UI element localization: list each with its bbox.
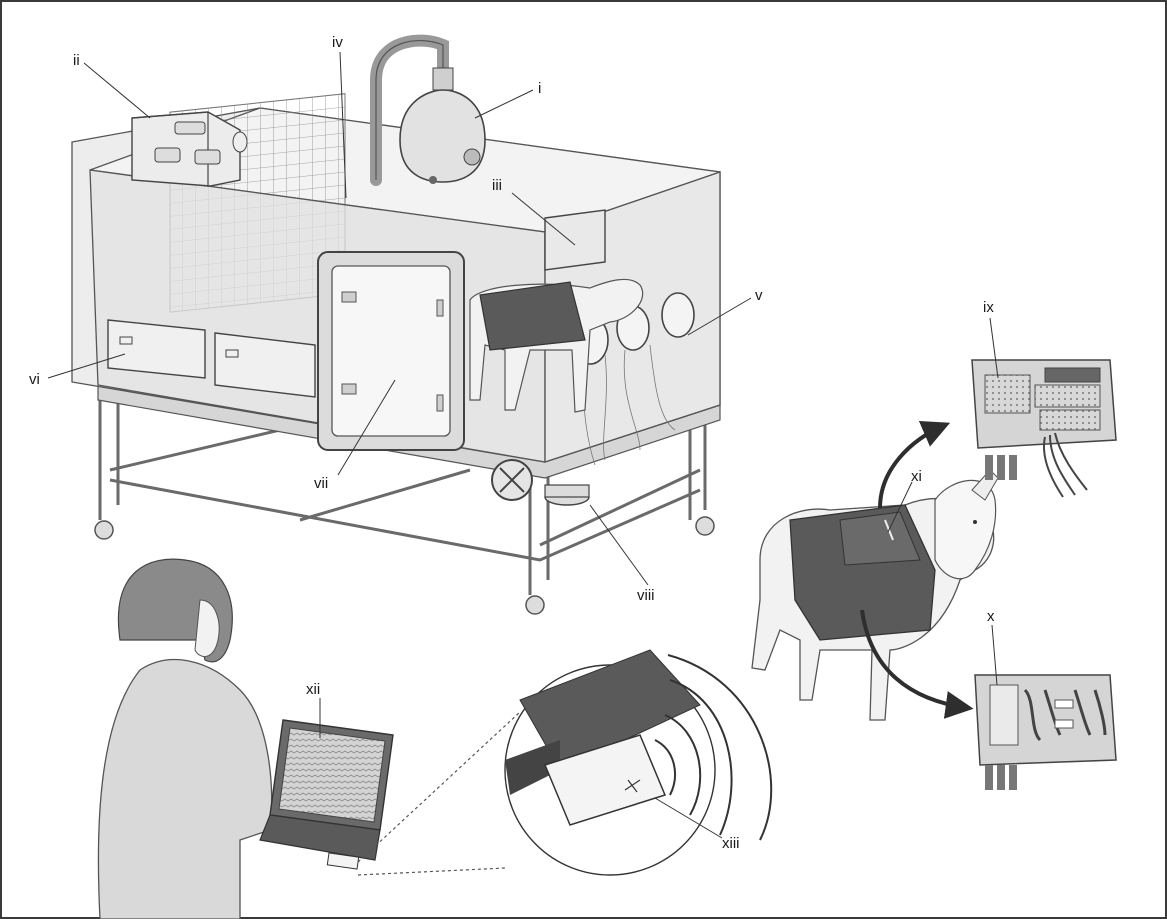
collection-drawers	[107, 319, 316, 398]
usb-receiver-zoom	[504, 649, 773, 876]
label-vii: vii	[314, 475, 328, 492]
air-pump	[399, 67, 486, 184]
label-xi: xi	[911, 468, 922, 485]
module-x	[974, 674, 1117, 790]
instrumented-sheep	[751, 469, 999, 721]
operator	[97, 558, 273, 919]
label-iii: iii	[492, 177, 502, 194]
label-xii: xii	[306, 681, 320, 698]
leader-lines	[47, 51, 999, 839]
label-ii: ii	[73, 52, 80, 69]
module-ix	[971, 359, 1117, 498]
isolation-chamber	[71, 34, 721, 615]
laptop	[259, 719, 394, 870]
sheep-in-chamber	[469, 278, 644, 413]
label-vi: vi	[29, 371, 40, 388]
label-ix: ix	[983, 299, 994, 316]
label-viii: viii	[637, 587, 655, 604]
arrow-to-ix	[878, 420, 951, 509]
label-xiii: xiii	[722, 835, 740, 852]
observation-window	[544, 209, 606, 271]
label-iv: iv	[332, 34, 343, 51]
label-i: i	[538, 80, 541, 97]
wireless-signal	[654, 654, 773, 841]
chamber-door	[317, 251, 465, 451]
label-x: x	[987, 608, 995, 625]
laptop-screen	[278, 727, 386, 823]
chamber-stand	[94, 392, 715, 615]
filter-box	[131, 111, 248, 187]
drain-valve	[491, 459, 590, 506]
label-v: v	[755, 287, 763, 304]
zoom-lines	[357, 711, 521, 876]
arrow-to-x	[860, 609, 974, 719]
